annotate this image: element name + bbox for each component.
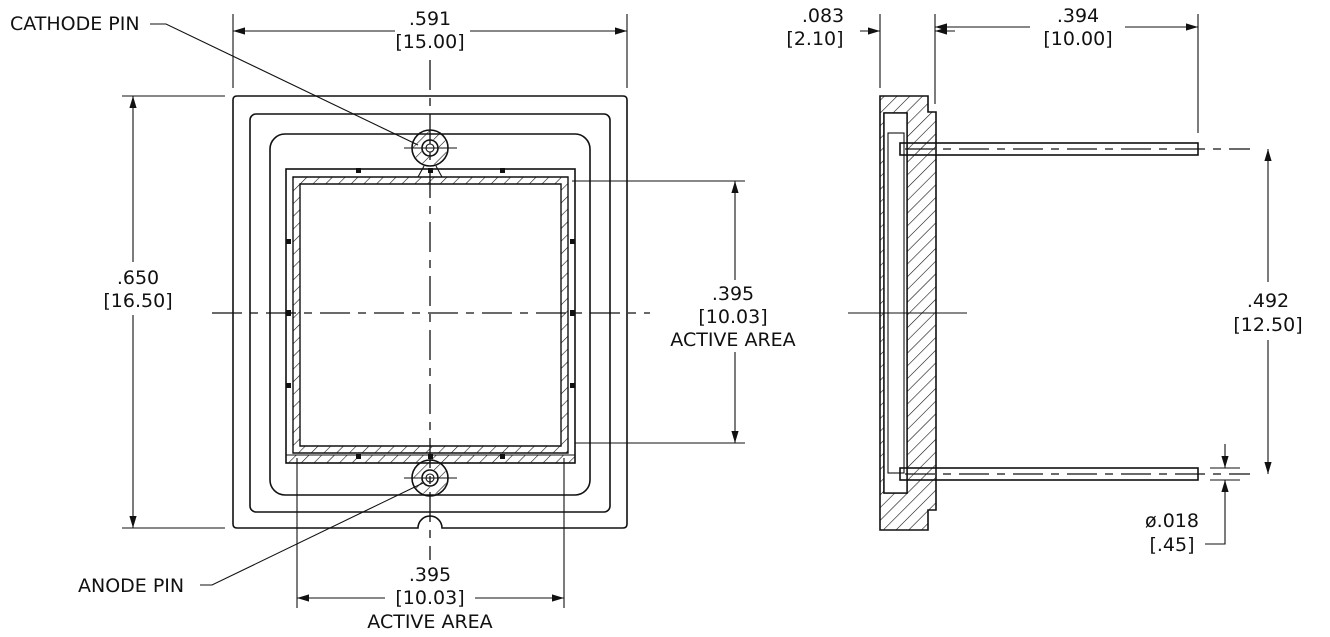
svg-text:[16.50]: [16.50]	[103, 290, 172, 312]
pin-diameter-dimension: ø.018 [.45]	[1145, 444, 1240, 556]
height-dimension: .650 [16.50]	[103, 95, 225, 529]
svg-text:[10.03]: [10.03]	[395, 587, 464, 609]
active-area-vertical-dimension: .395 [10.03] ACTIVE AREA	[572, 180, 796, 444]
active-area-horizontal-dimension: .395 [10.03] ACTIVE AREA	[296, 458, 565, 633]
anode-leader	[200, 482, 424, 586]
pin-spacing-dimension: .492 [12.50]	[1233, 149, 1303, 474]
side-view: .083 [2.10] .394 [10.00] .492 [12.50] ø.…	[786, 5, 1302, 556]
svg-text:[2.10]: [2.10]	[786, 28, 843, 50]
active-area-frame	[292, 176, 569, 454]
side-window	[887, 132, 905, 474]
front-view: CATHODE PIN ANODE PIN .591 [15.00] .650 …	[10, 8, 796, 633]
svg-text:.395: .395	[712, 283, 754, 305]
svg-text:.083: .083	[802, 5, 844, 27]
cathode-pin-label: CATHODE PIN	[10, 13, 140, 35]
cathode-pin-circle	[404, 129, 457, 178]
svg-text:ACTIVE AREA: ACTIVE AREA	[367, 611, 492, 633]
svg-text:ø.018: ø.018	[1145, 510, 1199, 532]
svg-text:.591: .591	[409, 8, 451, 30]
svg-text:.650: .650	[117, 267, 159, 289]
anode-pin-circle	[404, 459, 457, 497]
svg-text:.395: .395	[409, 564, 451, 586]
svg-text:[10.00]: [10.00]	[1043, 28, 1112, 50]
thickness-dimension: .083 [2.10]	[786, 5, 955, 104]
outer-body	[232, 95, 628, 529]
side-cavity	[883, 112, 908, 494]
svg-text:.394: .394	[1057, 5, 1099, 27]
svg-text:ACTIVE AREA: ACTIVE AREA	[670, 329, 795, 351]
svg-text:[10.03]: [10.03]	[698, 306, 767, 328]
pin-length-dimension: .394 [10.00]	[935, 5, 1199, 133]
anode-pin-label: ANODE PIN	[78, 575, 184, 597]
svg-text:[12.50]: [12.50]	[1233, 314, 1302, 336]
svg-text:[15.00]: [15.00]	[395, 31, 464, 53]
svg-text:.492: .492	[1247, 290, 1289, 312]
cathode-leader	[150, 23, 419, 146]
width-dimension: .591 [15.00]	[232, 8, 628, 88]
svg-text:[.45]: [.45]	[1149, 534, 1194, 556]
